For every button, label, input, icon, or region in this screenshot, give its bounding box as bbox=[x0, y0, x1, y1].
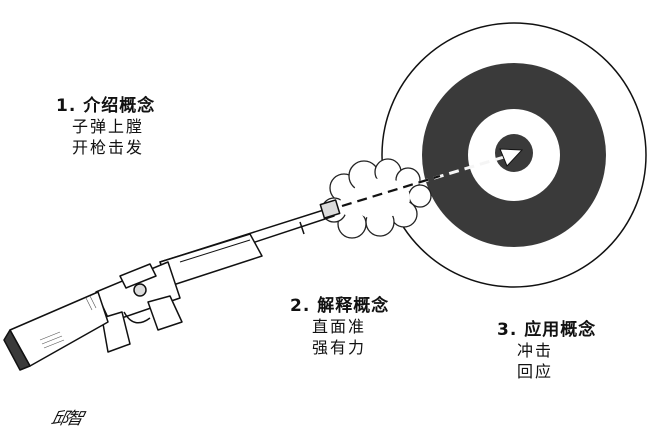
step-3-line-1: 冲击 bbox=[517, 341, 554, 361]
step-2-title: 2. 解释概念 bbox=[290, 296, 390, 316]
artist-signature: 邱智 bbox=[49, 409, 84, 429]
bullet-trail-icon bbox=[341, 148, 524, 208]
step-3: 3. 应用概念 冲击 回应 bbox=[497, 319, 596, 383]
step-3-line-2: 回应 bbox=[517, 361, 554, 381]
step-1-line-2: 开枪击发 bbox=[72, 137, 145, 157]
step-1-title: 1. 介绍概念 bbox=[56, 96, 156, 116]
step-2: 2. 解释概念 直面准 强有力 bbox=[290, 295, 389, 359]
smoke-icon bbox=[321, 158, 432, 239]
step-2-line-1: 直面准 bbox=[312, 317, 367, 337]
step-2-line-2: 强有力 bbox=[312, 337, 367, 357]
step-1: 1. 介绍概念 子弹上膛 开枪击发 bbox=[56, 95, 155, 159]
rifle-icon bbox=[3, 199, 341, 371]
step-3-title: 3. 应用概念 bbox=[497, 320, 597, 340]
step-1-line-1: 子弹上膛 bbox=[72, 117, 145, 137]
